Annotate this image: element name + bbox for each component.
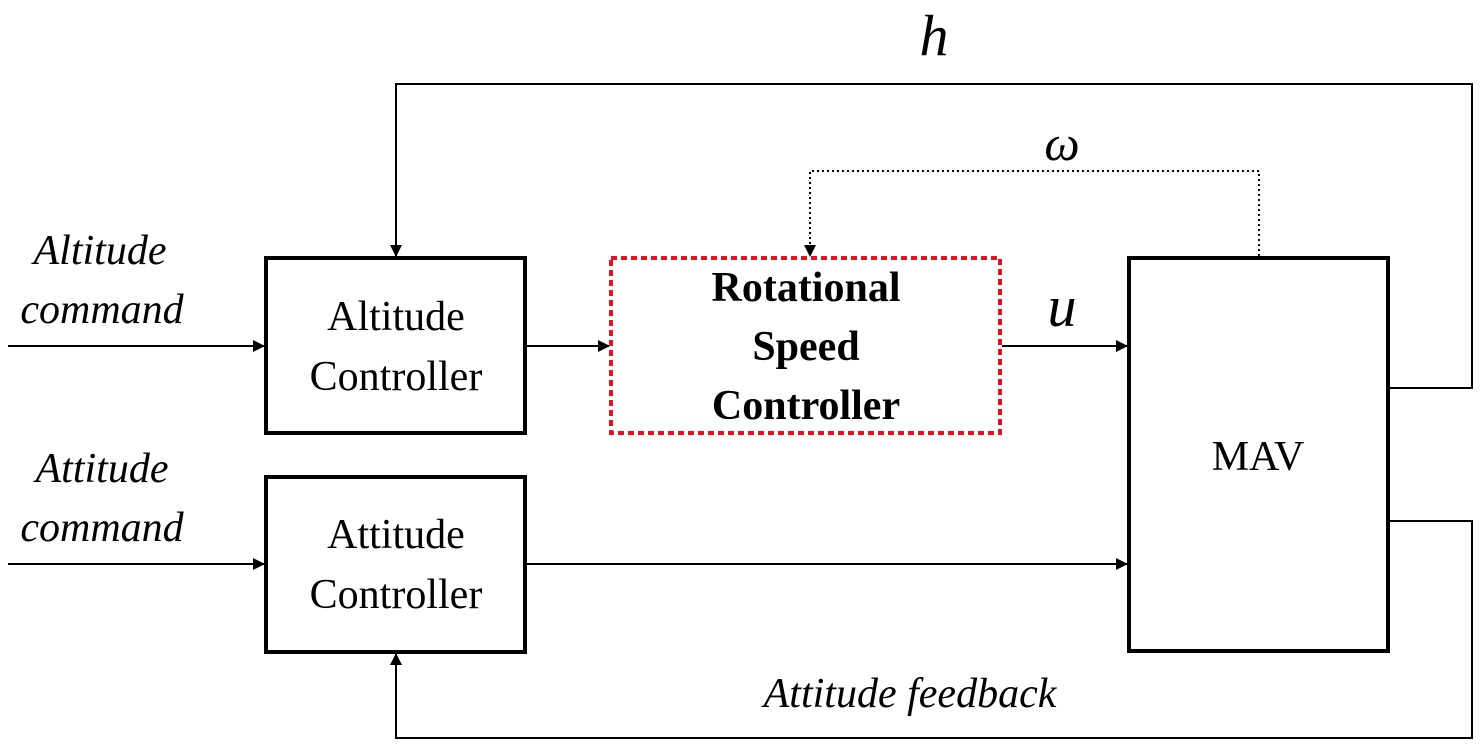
h-feedback-line (390, 83, 1473, 389)
mav-block (1127, 256, 1390, 653)
attitude-controller-label-line1: Attitude (327, 512, 465, 558)
attitude-feedback-label: Attitude feedback (761, 671, 1058, 717)
attitude-controller-label-line2: Controller (310, 572, 483, 618)
speed-controller-label-line3: Controller (712, 383, 900, 429)
rotational-speed-controller-block (609, 256, 1002, 435)
altitude-command-label-line1: Altitude (31, 228, 167, 274)
h-signal-label: h (920, 3, 949, 68)
altitude-controller-block (264, 256, 527, 435)
attitude-command-label-line1: Attitude (33, 446, 169, 492)
speed-controller-label-line2: Speed (752, 324, 859, 370)
altitude-controller-label-line2: Controller (310, 354, 483, 400)
omega-signal-label: ω (1044, 115, 1079, 171)
attitude-controller-block (264, 475, 527, 654)
omega-feedback-line (804, 170, 1260, 257)
attitude-feedback-line (390, 520, 1473, 739)
altitude-controller-label-line1: Altitude (327, 294, 465, 340)
u-signal-label: u (1048, 274, 1077, 339)
attitude-command-label-line2: command (20, 505, 184, 551)
speed-controller-label-line1: Rotational (712, 265, 901, 311)
altitude-command-label-line2: command (20, 287, 184, 333)
mav-label: MAV (1212, 434, 1305, 480)
